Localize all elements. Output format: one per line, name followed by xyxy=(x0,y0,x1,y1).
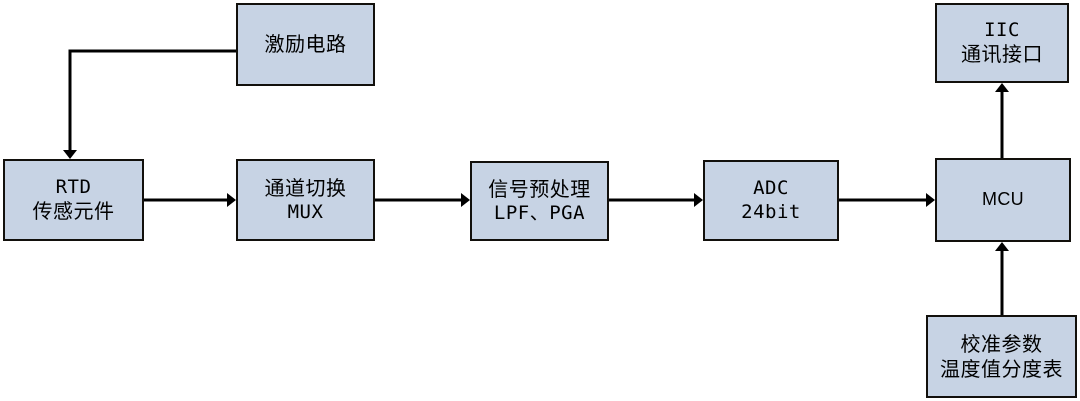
excitation-circuit-block[interactable]: 激励电路 xyxy=(236,3,375,86)
connector-excitation-to-rtd xyxy=(63,49,236,159)
mcu-block-label: MCU xyxy=(982,189,1024,210)
iic-interface-block-label: 通讯接口 xyxy=(961,42,1043,67)
connector-preprocessing-to-adc xyxy=(609,193,703,207)
channel-mux-block-label: MUX xyxy=(287,200,324,223)
signal-preprocessing-block-label: 信号预处理 xyxy=(488,177,591,202)
connector-rtd-to-mux xyxy=(144,193,236,207)
connector-mcu-to-iic xyxy=(995,83,1009,158)
connector-mux-to-preprocessing xyxy=(375,193,470,207)
signal-preprocessing-block-label: LPF、PGA xyxy=(493,201,586,224)
calibration-table-block[interactable]: 校准参数温度值分度表 xyxy=(926,315,1077,398)
calibration-table-block-label: 温度值分度表 xyxy=(940,356,1063,381)
connector-adc-to-mcu xyxy=(839,193,935,207)
rtd-sensor-block-label: 传感元件 xyxy=(32,199,115,224)
adc-block-label: ADC xyxy=(753,177,789,200)
rtd-sensor-block-label: RTD xyxy=(55,176,92,199)
calibration-table-block-label: 校准参数 xyxy=(960,332,1043,357)
adc-block-label: 24bit xyxy=(741,200,801,223)
mcu-block[interactable]: MCU xyxy=(935,158,1071,242)
channel-mux-block-label: 通道切换 xyxy=(264,176,347,201)
iic-interface-block-label: IIC xyxy=(984,19,1020,42)
excitation-circuit-block-label: 激励电路 xyxy=(264,32,347,57)
connector-calibration-to-mcu xyxy=(995,242,1009,315)
